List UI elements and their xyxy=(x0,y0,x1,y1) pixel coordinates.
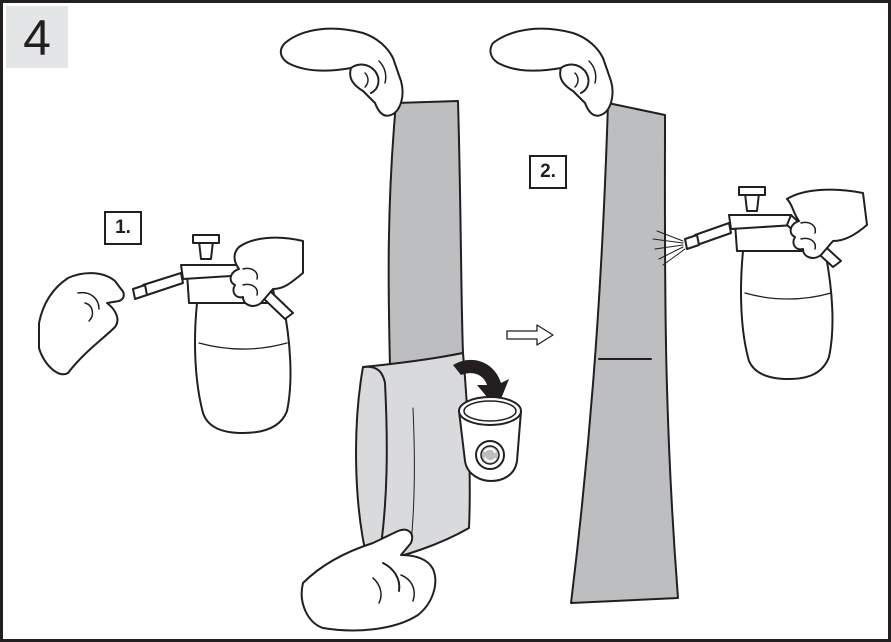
hand-top-left-icon xyxy=(279,27,404,117)
step-number-box: 4 xyxy=(6,6,68,68)
jar-icon xyxy=(458,396,522,482)
next-arrow-icon xyxy=(506,324,554,346)
right-strip xyxy=(570,102,679,604)
left-strip xyxy=(355,100,471,564)
hand-left-icon xyxy=(38,272,125,376)
hand-bottle-left-icon xyxy=(229,236,304,307)
hand-bottom-icon xyxy=(300,528,437,632)
hand-bottle-right-icon xyxy=(786,188,868,259)
step-number: 4 xyxy=(23,10,51,66)
step-label-1: 1. xyxy=(104,211,142,245)
hand-top-right-icon xyxy=(489,27,614,117)
step-label-2: 2. xyxy=(529,155,567,189)
illustration xyxy=(38,27,868,632)
spray-mist-icon xyxy=(652,230,686,266)
